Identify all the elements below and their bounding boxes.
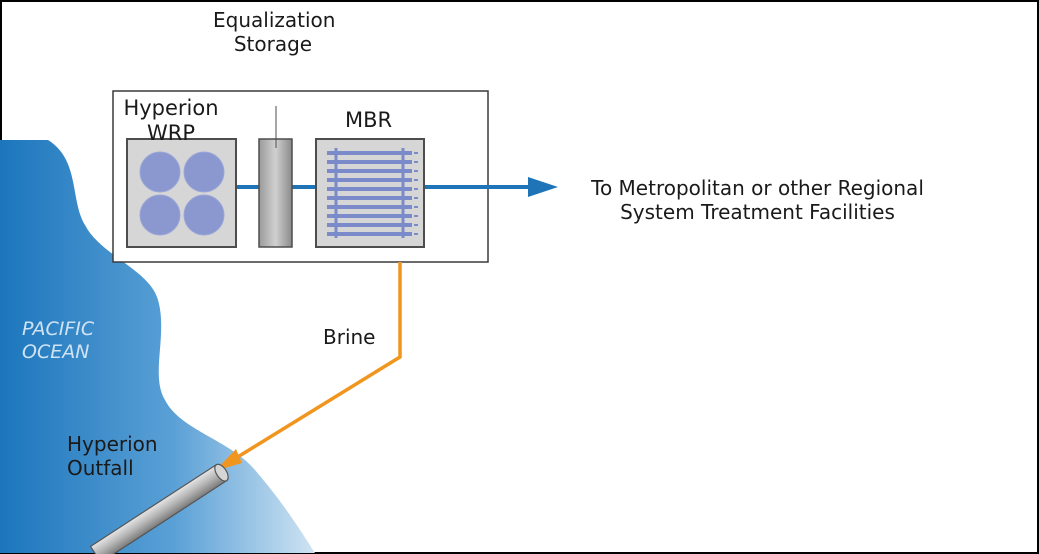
hyperion-wrp-unit [126,138,237,248]
treatment-basin [139,194,181,236]
destination-arrowhead [528,177,558,197]
brine-label: Brine [323,325,376,349]
equalization-label-line1: Equalization [213,8,336,32]
hyperion-wrp-label-line1: Hyperion [123,96,219,120]
hyperion-wrp-label: Hyperion WRP [121,96,221,146]
brine-line [222,262,402,468]
equalization-storage-tank [258,106,293,248]
hyperion-outfall-pipe [89,463,229,554]
ocean-label-line1: PACIFIC [22,318,95,340]
pacific-ocean-area [0,140,315,553]
destination-label: To Metropolitan or other Regional System… [560,176,955,224]
equalization-storage-label: Equalization Storage [213,8,336,56]
treatment-basin [139,151,181,193]
treatment-basin [183,194,225,236]
destination-label-line2: System Treatment Facilities [620,199,895,224]
treatment-basin [183,151,225,193]
destination-label-line1: To Metropolitan or other Regional [591,176,924,200]
equalization-label-line2: Storage [233,31,313,56]
hyperion-outfall-label: Hyperion Outfall [67,432,158,480]
outfall-label-line1: Hyperion [67,432,158,456]
ocean-label-line2: OCEAN [22,340,90,363]
hyperion-wrp-label-line2: WRP [146,120,196,145]
mbr-unit [315,138,425,248]
pacific-ocean-label: PACIFIC OCEAN [22,318,94,364]
mbr-label: MBR [345,108,393,132]
outfall-label-line2: Outfall [67,455,134,480]
